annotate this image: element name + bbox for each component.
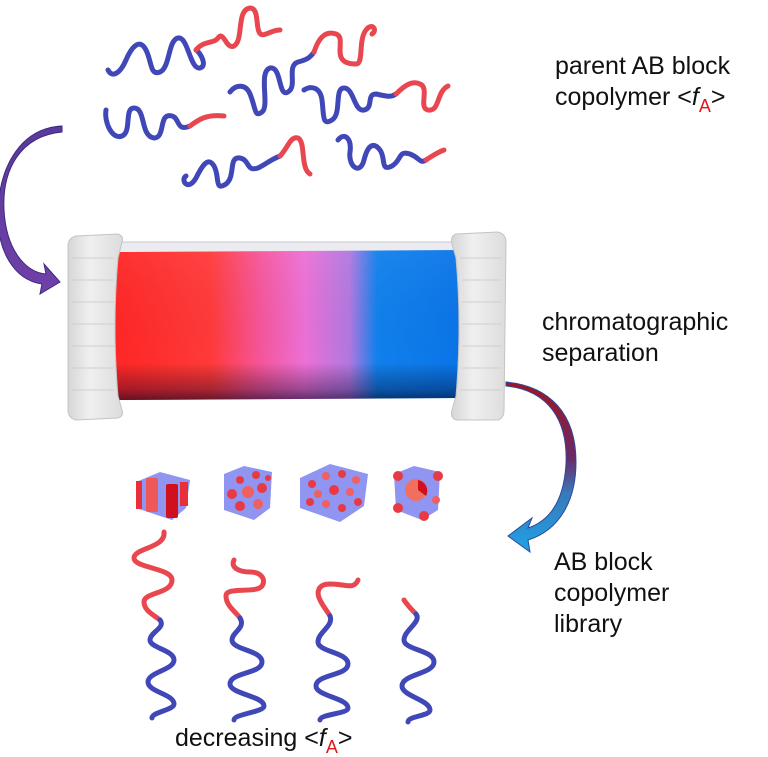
parent-chain — [181, 135, 313, 189]
label-separation-line1: chromatographic — [542, 308, 729, 336]
cube-spheres — [224, 466, 272, 520]
library-chains — [131, 529, 437, 725]
library-chain-4 — [399, 597, 437, 725]
parent-chain — [227, 24, 377, 117]
library-chain-2 — [223, 557, 267, 723]
cube-spheres-dense — [300, 464, 368, 522]
label-parent-copolymer: parent AB block copolymer <fA> — [555, 51, 731, 116]
chromatography-column — [67, 231, 507, 421]
parent-chain — [335, 134, 447, 171]
label-decreasing-suffix: > — [337, 724, 353, 752]
endcap-right — [451, 231, 507, 421]
label-copolymer-library: AB block copolymer library — [554, 547, 669, 640]
label-parent-line2: copolymer <fA> — [555, 82, 730, 116]
parent-polymer-chains — [103, 5, 451, 189]
arrow-to-column-icon — [0, 125, 63, 296]
library-chain-3 — [313, 577, 361, 723]
cube-spheres-large — [393, 466, 443, 521]
subscript-A: A — [325, 737, 338, 757]
label-decreasing-fA: decreasing <fA> — [175, 723, 353, 757]
arrow-to-library-icon — [505, 381, 577, 554]
morphology-cubes — [136, 464, 443, 522]
endcap-left — [67, 233, 123, 421]
label-library-line3: library — [554, 610, 623, 638]
subscript-A: A — [698, 96, 711, 116]
parent-chain — [103, 105, 227, 141]
label-library-line1: AB block — [554, 548, 653, 576]
label-chromatographic-separation: chromatographic separation — [542, 307, 728, 369]
symbol-f: f — [318, 724, 326, 752]
parent-chain — [105, 5, 283, 77]
label-parent-prefix: copolymer < — [555, 83, 692, 111]
cube-cylinders — [136, 472, 190, 520]
label-library-line2: copolymer — [554, 579, 670, 607]
symbol-f: f — [691, 83, 699, 111]
label-decreasing-prefix: decreasing < — [175, 724, 319, 752]
parent-chain — [301, 80, 451, 125]
library-chain-1 — [131, 529, 177, 721]
label-parent-suffix: > — [710, 83, 726, 111]
label-separation-line2: separation — [542, 339, 659, 367]
label-parent-line1: parent AB block — [555, 52, 731, 80]
